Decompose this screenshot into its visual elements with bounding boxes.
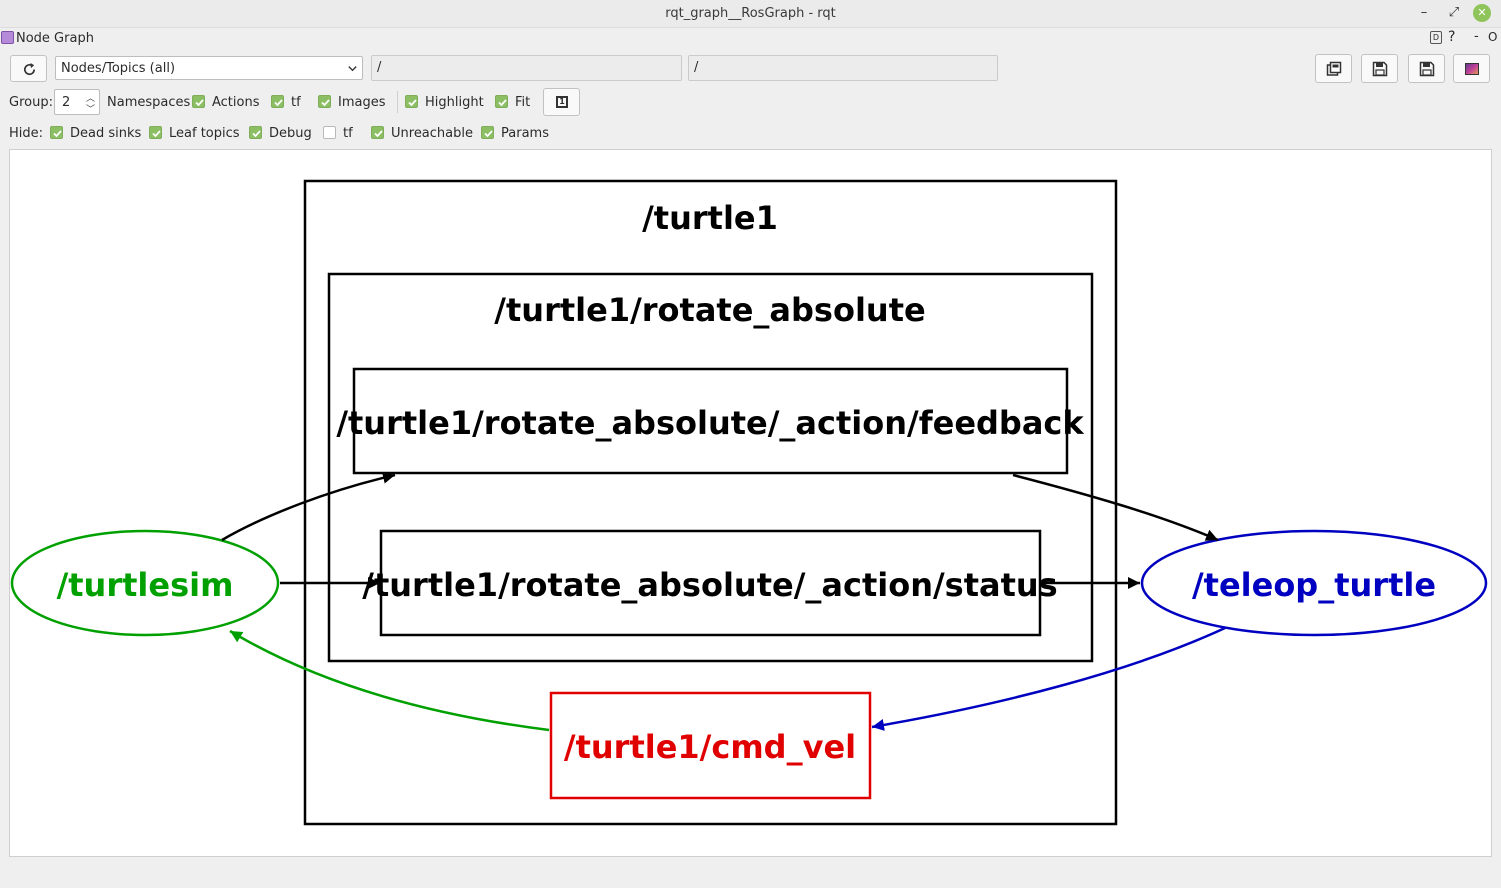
ros-graph: /turtle1 /turtle1/rotate_absolute /turtl… [10, 179, 1488, 826]
actions-label: Actions [212, 95, 260, 110]
leaf-topics-label: Leaf topics [169, 126, 240, 141]
node-turtlesim-label: /turtlesim [57, 566, 234, 604]
node-turtlesim[interactable] [10, 529, 280, 637]
checkmark-icon [321, 99, 330, 107]
edge-teleop-cmd-vel [871, 626, 1226, 731]
checkmark-icon [498, 99, 507, 107]
fit-view-icon: 1 [556, 96, 568, 108]
maximize-window-button[interactable]: ⤢ [1448, 5, 1460, 20]
graph-canvas[interactable]: /turtle1 /turtle1/rotate_absolute /turtl… [9, 149, 1492, 857]
unreachable-label: Unreachable [391, 126, 473, 141]
fit-in-view-button[interactable]: 1 [543, 88, 580, 116]
fit-checkbox[interactable] [495, 95, 508, 108]
save-svg-button[interactable] [1408, 54, 1445, 83]
namespace-cluster-rotate-absolute [327, 272, 1094, 663]
save-dot-icon [1372, 61, 1388, 77]
checkmark-icon [408, 99, 417, 107]
refresh-icon [24, 62, 36, 76]
graph-type-value: Nodes/Topics (all) [61, 61, 176, 76]
debug-label: Debug [269, 126, 312, 141]
save-image-icon [1465, 63, 1479, 75]
tf-hide-label: tf [343, 126, 353, 141]
topic-filter-value: / [694, 60, 699, 75]
fit-label: Fit [515, 95, 531, 110]
dock-title: Node Graph [16, 31, 94, 46]
dock-minimize-button[interactable]: - [1474, 29, 1479, 44]
dock-help-button[interactable]: ? [1448, 29, 1456, 45]
toolbar-separator [397, 91, 398, 113]
highlight-checkbox[interactable] [405, 95, 418, 108]
plugin-icon [1, 31, 14, 44]
params-checkbox[interactable] [481, 126, 494, 139]
window-title: rqt_graph__RosGraph - rqt [665, 6, 836, 21]
debug-checkbox[interactable] [249, 126, 262, 139]
topic-cmd-vel-label: /turtle1/cmd_vel [564, 728, 856, 766]
namespaces-label: Namespaces [107, 95, 191, 110]
checkmark-icon [274, 99, 283, 107]
images-label: Images [338, 95, 386, 110]
chevron-down-icon [348, 66, 357, 72]
node-filter-value: / [377, 60, 382, 75]
save-dot-button[interactable] [1361, 54, 1398, 83]
spin-down-icon[interactable]: ﹀ [85, 105, 95, 115]
topic-status[interactable] [379, 529, 1042, 637]
dock-config-icon[interactable]: D [1430, 31, 1442, 44]
node-teleop-turtle-label: /teleop_turtle [1192, 566, 1436, 604]
topic-feedback-label: /turtle1/rotate_absolute/_action/feedbac… [336, 404, 1084, 442]
save-svg-icon [1419, 61, 1435, 77]
hide-label: Hide: [9, 126, 44, 141]
dock-header: Node Graph D ? - O [0, 29, 1501, 49]
tf-group-label: tf [291, 95, 301, 110]
load-dot-icon [1326, 61, 1342, 76]
node-teleop-turtle[interactable] [1140, 529, 1488, 637]
window-titlebar: rqt_graph__RosGraph - rqt – ⤢ ✕ [0, 0, 1501, 28]
group-label: Group: [9, 95, 53, 110]
images-checkbox[interactable] [318, 95, 331, 108]
checkmark-icon [53, 130, 62, 138]
edge-cmd-vel-turtlesim [229, 629, 550, 732]
unreachable-checkbox[interactable] [371, 126, 384, 139]
checkmark-icon [195, 99, 204, 107]
dock-close-button[interactable]: O [1488, 30, 1498, 44]
dead-sinks-label: Dead sinks [70, 126, 142, 141]
actions-checkbox[interactable] [192, 95, 205, 108]
edge-turtlesim-feedback [221, 471, 396, 542]
spin-up-icon[interactable]: ︿ [85, 94, 95, 104]
load-dot-button[interactable] [1315, 54, 1352, 83]
namespace-rotate-absolute-label: /turtle1/rotate_absolute [494, 291, 925, 329]
minimize-window-button[interactable]: – [1420, 5, 1428, 20]
topic-cmd-vel[interactable] [549, 691, 872, 800]
topic-filter-input[interactable]: / [688, 55, 998, 81]
checkmark-icon [152, 130, 161, 138]
graph-type-select[interactable]: Nodes/Topics (all) [55, 56, 363, 80]
leaf-topics-checkbox[interactable] [149, 126, 162, 139]
dead-sinks-checkbox[interactable] [50, 126, 63, 139]
checkmark-icon [374, 130, 383, 138]
node-filter-input[interactable]: / [371, 55, 682, 81]
params-label: Params [501, 126, 549, 141]
edge-feedback-teleop [1012, 473, 1219, 542]
group-spinbox[interactable]: 2 ︿ ﹀ [54, 89, 100, 115]
topic-status-label: /turtle1/rotate_absolute/_action/status [362, 566, 1057, 604]
checkmark-icon [484, 130, 493, 138]
tf-group-checkbox[interactable] [271, 95, 284, 108]
namespace-turtle1-label: /turtle1 [642, 199, 778, 237]
refresh-button[interactable] [10, 55, 47, 82]
highlight-label: Highlight [425, 95, 484, 110]
save-image-button[interactable] [1453, 54, 1490, 83]
checkmark-icon [252, 130, 261, 138]
tf-hide-checkbox[interactable] [323, 126, 336, 139]
close-window-button[interactable]: ✕ [1473, 4, 1491, 22]
group-value: 2 [62, 95, 71, 110]
topic-feedback[interactable] [352, 367, 1069, 475]
